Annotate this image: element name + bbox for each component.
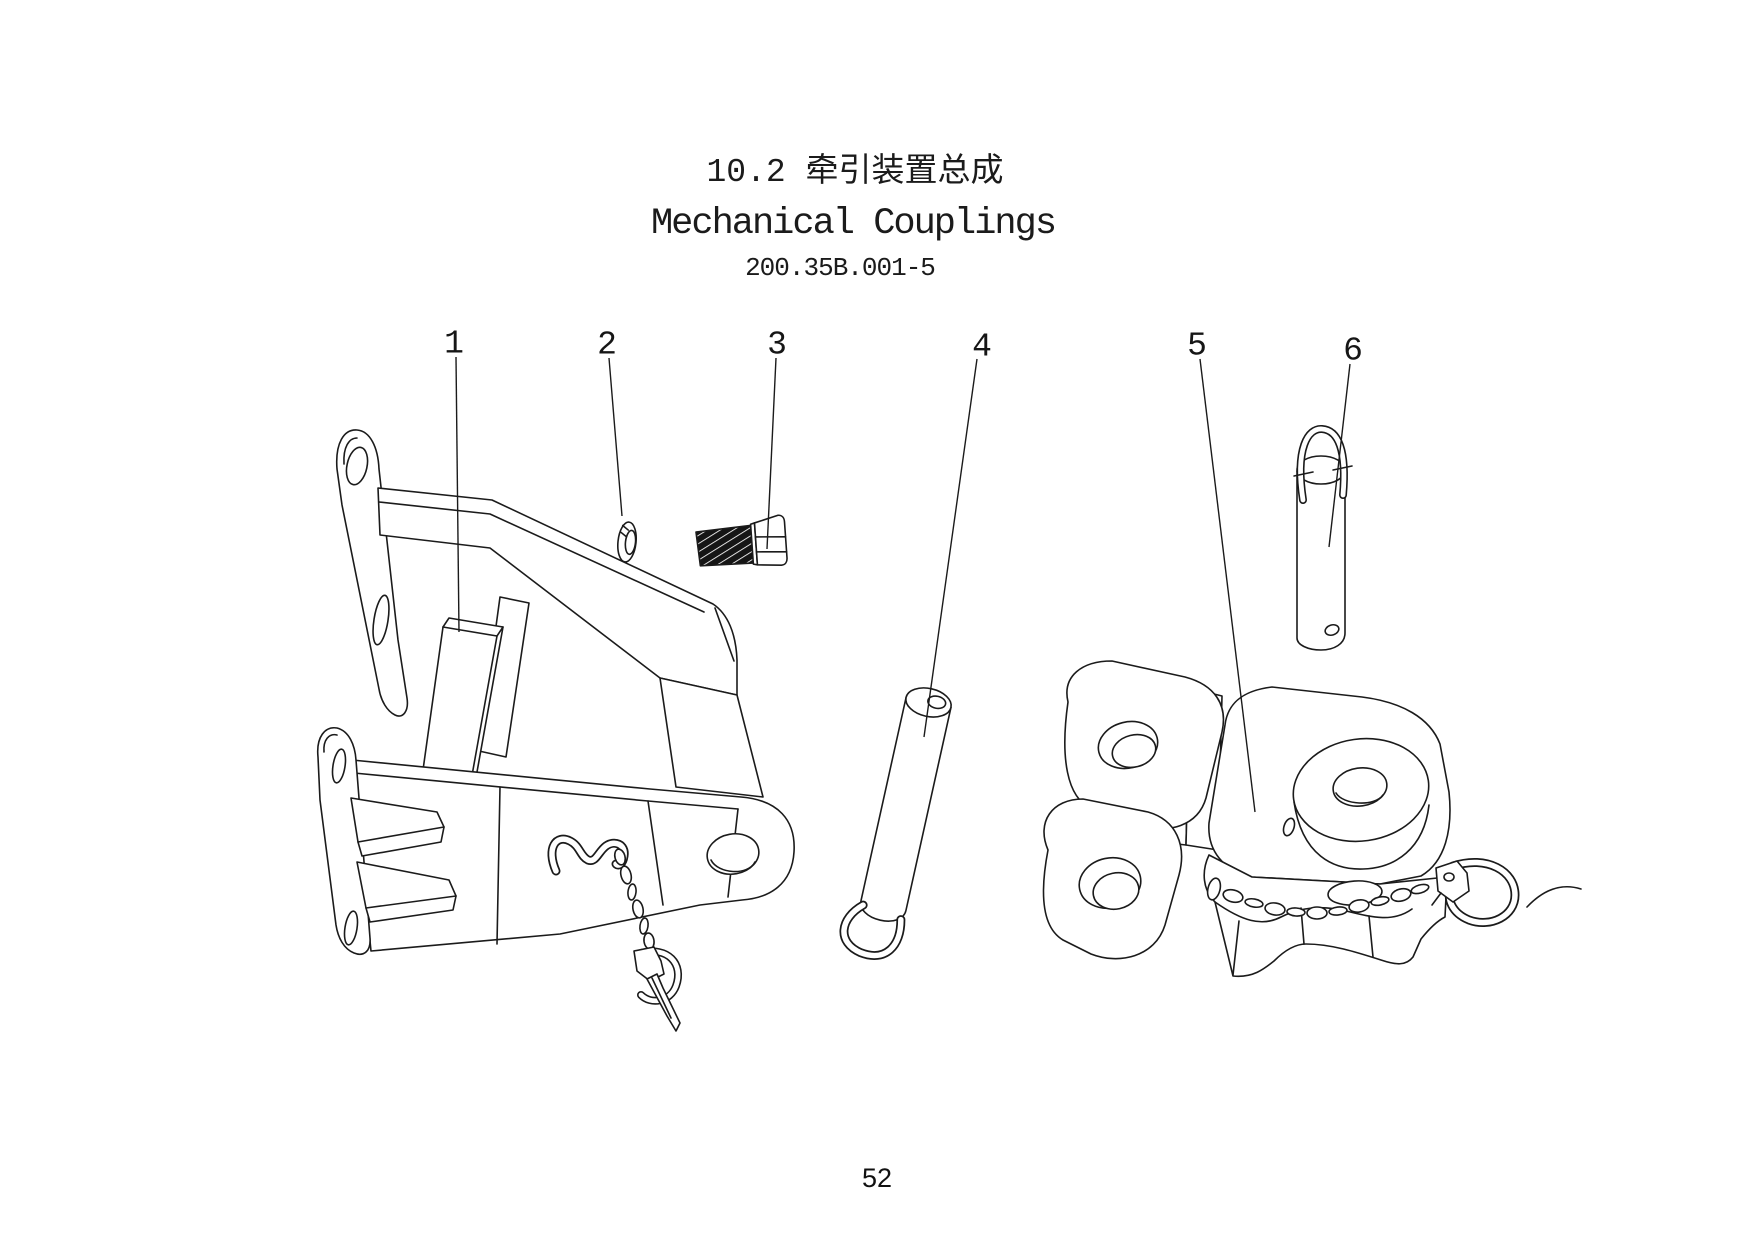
- towing-bracket-drawing: [316, 429, 795, 1032]
- callout-number-1: 1: [444, 326, 464, 363]
- leader-line-3: [766, 357, 777, 550]
- section-title-zh: 10.2 牵引装置总成: [706, 154, 1004, 191]
- callout-number-6: 6: [1343, 333, 1363, 370]
- callout-number-2: 2: [597, 327, 617, 364]
- callout-number-3: 3: [767, 327, 787, 364]
- drawing-number: 200.35B.001-5: [745, 253, 936, 283]
- retaining-chain-left: [619, 865, 655, 950]
- callout-layer: 1 2 3 4 5 6: [444, 326, 1363, 813]
- towing-clevis-drawing: [1042, 660, 1582, 978]
- page-number: 52: [861, 1163, 893, 1193]
- coupling-pin-drawing: [839, 687, 952, 960]
- callout-number-4: 4: [972, 329, 992, 366]
- linch-pin-left: [633, 946, 682, 1032]
- leader-line-5: [1199, 358, 1256, 813]
- hex-bolt-drawing: [695, 514, 788, 567]
- spring-washer-drawing: [617, 521, 637, 563]
- leader-line-2: [608, 357, 623, 517]
- leader-line-1: [455, 356, 460, 633]
- retaining-chain-right: [1206, 877, 1430, 920]
- callout-number-5: 5: [1187, 328, 1207, 365]
- leader-line-6: [1328, 363, 1351, 548]
- leader-line-4: [923, 358, 978, 738]
- section-title-en: Mechanical Couplings: [650, 203, 1057, 245]
- linch-pin-sleeve-drawing: [1293, 425, 1353, 651]
- linch-pin-right: [1431, 857, 1582, 927]
